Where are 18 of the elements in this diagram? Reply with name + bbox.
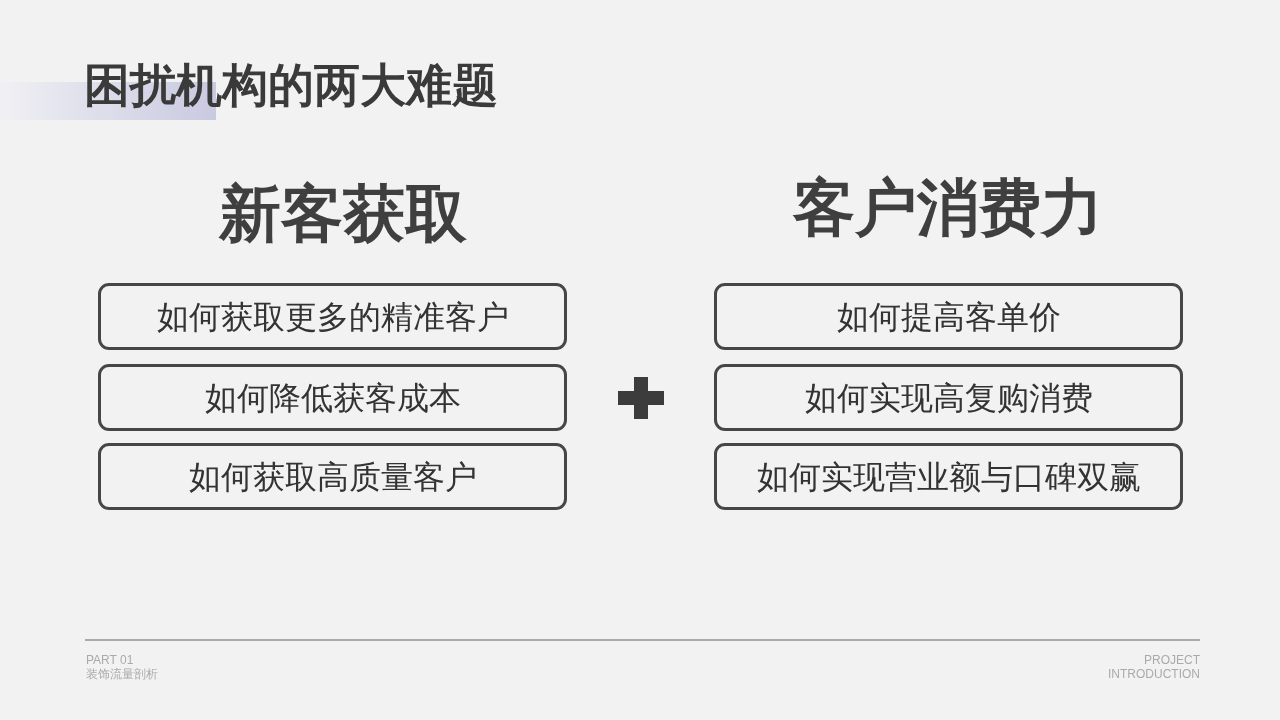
slide-title: 困扰机构的两大难题	[84, 58, 498, 112]
question-box	[98, 443, 567, 510]
question-text: 如何提高客单价	[836, 297, 1061, 337]
question-box	[714, 443, 1183, 510]
footer-text: 装饰流量剖析	[86, 667, 158, 681]
question-box	[98, 364, 567, 431]
question-box	[98, 283, 567, 350]
question-box	[714, 283, 1183, 350]
footer-text: PROJECT INTRODUCTION	[1107, 653, 1200, 681]
column-heading: 新客获取	[217, 178, 468, 250]
column-heading: 客户消费力	[792, 172, 1104, 244]
question-text: 如何实现营业额与口碑双赢	[756, 457, 1141, 497]
footer-text: PART 01	[86, 653, 134, 667]
question-text: 如何获取更多的精准客户	[156, 297, 509, 337]
question-text: 如何获取高质量客户	[188, 457, 477, 497]
question-text: 如何降低获客成本	[204, 378, 461, 418]
question-box	[714, 364, 1183, 431]
question-text: 如何实现高复购消费	[804, 378, 1093, 418]
